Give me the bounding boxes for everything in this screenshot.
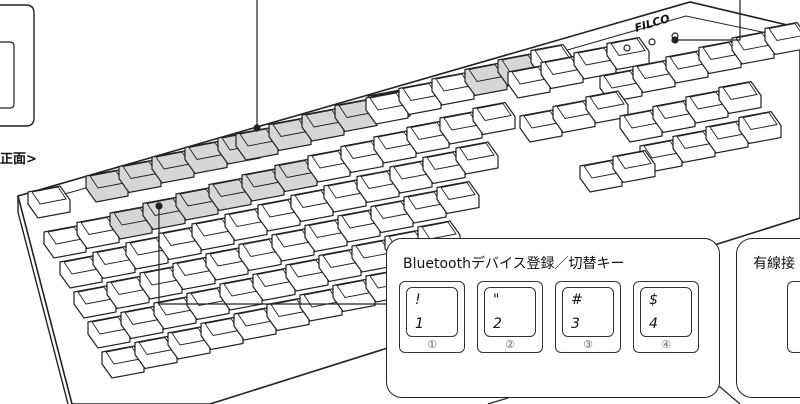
- top-left-callout-fragment: [0, 4, 35, 127]
- wired-key-fragment: [787, 281, 800, 353]
- bt-key-1-number: ①: [427, 338, 437, 351]
- wired-callout-title: 有線接: [753, 256, 795, 272]
- bt-key-3-bottom: 3: [571, 316, 580, 332]
- bt-key-4: $ 4 ④: [633, 281, 699, 353]
- bt-key-3: # 3 ③: [555, 281, 621, 353]
- front-view-label: 正面>: [0, 152, 37, 167]
- keycap: [472, 101, 516, 136]
- keycap: [718, 80, 762, 115]
- keycap: [436, 180, 480, 215]
- bt-key-4-bottom: 4: [649, 316, 658, 332]
- bluetooth-callout: Bluetoothデバイス登録／切替キー ! 1 ① " 2 ② # 3 ③ $…: [386, 238, 720, 398]
- bt-key-1-top: !: [415, 292, 421, 308]
- keycap: [738, 110, 782, 145]
- bt-key-1: ! 1 ①: [399, 281, 465, 353]
- bt-key-3-number: ③: [583, 338, 593, 351]
- keycap: [27, 185, 71, 219]
- bt-key-2-number: ②: [505, 338, 515, 351]
- bt-key-2: " 2 ②: [477, 281, 543, 353]
- wired-callout: 有線接: [736, 238, 800, 398]
- bluetooth-callout-title: Bluetoothデバイス登録／切替キー: [403, 256, 625, 272]
- bt-key-4-top: $: [649, 292, 658, 308]
- bt-key-2-bottom: 2: [493, 316, 502, 332]
- bt-key-1-bottom: 1: [415, 316, 424, 332]
- bt-key-2-top: ": [493, 292, 500, 308]
- bt-key-4-number: ④: [661, 338, 671, 351]
- bt-key-3-top: #: [571, 292, 583, 308]
- keycap: [455, 141, 499, 175]
- indicator-leds: [623, 32, 679, 52]
- keycap: [612, 149, 656, 184]
